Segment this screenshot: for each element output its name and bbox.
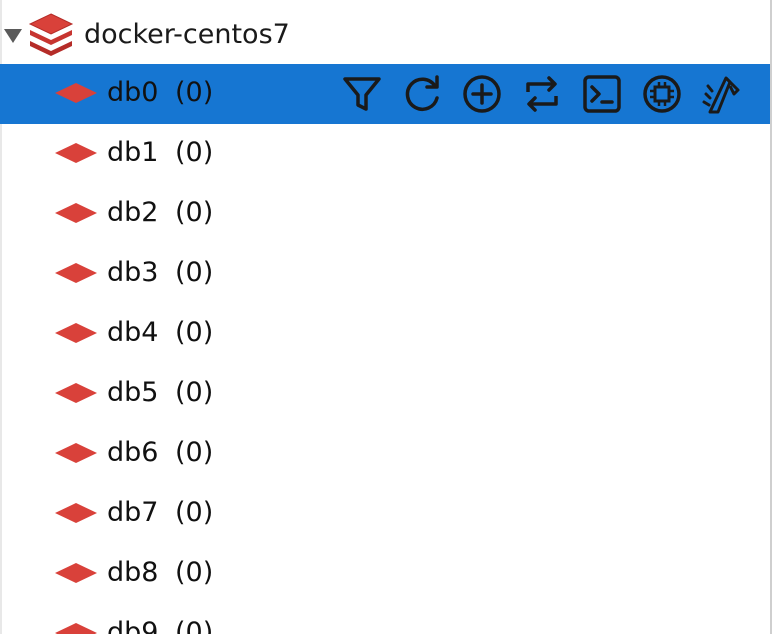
database-key-count: (0) (175, 257, 214, 288)
connection-row[interactable]: docker-centos7 (0, 4, 770, 60)
flush-db-button[interactable] (698, 70, 746, 118)
console-icon (583, 75, 621, 113)
database-row-db3[interactable]: db3 (0) (0, 244, 770, 304)
reload-keys-icon (526, 76, 558, 112)
database-key-count: (0) (175, 197, 214, 228)
database-name: db2 (107, 197, 159, 228)
reload-keys-button[interactable] (518, 70, 566, 118)
database-name: db6 (107, 437, 159, 468)
database-icon (55, 503, 97, 523)
database-list: db0 (0) (0, 64, 770, 634)
database-key-count: (0) (175, 77, 214, 108)
flush-db-icon (702, 76, 740, 114)
database-key-count: (0) (175, 617, 214, 634)
database-icon (55, 323, 97, 343)
database-key-count: (0) (175, 137, 214, 168)
filter-icon (343, 77, 381, 111)
database-row-db7[interactable]: db7 (0) (0, 484, 770, 544)
database-name: db8 (107, 557, 159, 588)
database-name: db3 (107, 257, 159, 288)
database-name: db1 (107, 137, 159, 168)
database-row-db5[interactable]: db5 (0) (0, 364, 770, 424)
console-button[interactable] (578, 70, 626, 118)
database-row-db0[interactable]: db0 (0) (0, 64, 770, 124)
database-name: db9 (107, 617, 159, 634)
database-icon (55, 443, 97, 463)
add-key-icon (463, 75, 501, 113)
database-key-count: (0) (175, 437, 214, 468)
database-row-db6[interactable]: db6 (0) (0, 424, 770, 484)
redis-stack-icon (28, 13, 74, 56)
memory-analysis-button[interactable] (638, 70, 686, 118)
reload-icon (405, 75, 439, 111)
memory-analysis-icon (643, 75, 681, 113)
connection-name: docker-centos7 (84, 19, 290, 50)
database-row-db2[interactable]: db2 (0) (0, 184, 770, 244)
database-row-db8[interactable]: db8 (0) (0, 544, 770, 604)
database-key-count: (0) (175, 317, 214, 348)
database-icon (55, 143, 97, 163)
database-row-db4[interactable]: db4 (0) (0, 304, 770, 364)
filter-button[interactable] (338, 70, 386, 118)
database-key-count: (0) (175, 557, 214, 588)
database-name: db5 (107, 377, 159, 408)
database-key-count: (0) (175, 497, 214, 528)
database-row-db1[interactable]: db1 (0) (0, 124, 770, 184)
expand-arrow-icon[interactable] (4, 29, 22, 43)
database-icon (55, 563, 97, 583)
database-icon (55, 83, 97, 103)
database-icon (55, 263, 97, 283)
database-name: db0 (107, 77, 159, 108)
add-key-button[interactable] (458, 70, 506, 118)
database-toolbar (338, 70, 758, 118)
database-name: db7 (107, 497, 159, 528)
database-icon (55, 623, 97, 634)
database-icon (55, 203, 97, 223)
database-row-db9[interactable]: db9 (0) (0, 604, 770, 634)
database-name: db4 (107, 317, 159, 348)
database-icon (55, 383, 97, 403)
database-key-count: (0) (175, 377, 214, 408)
panel-left-border (0, 0, 2, 634)
reload-button[interactable] (398, 70, 446, 118)
